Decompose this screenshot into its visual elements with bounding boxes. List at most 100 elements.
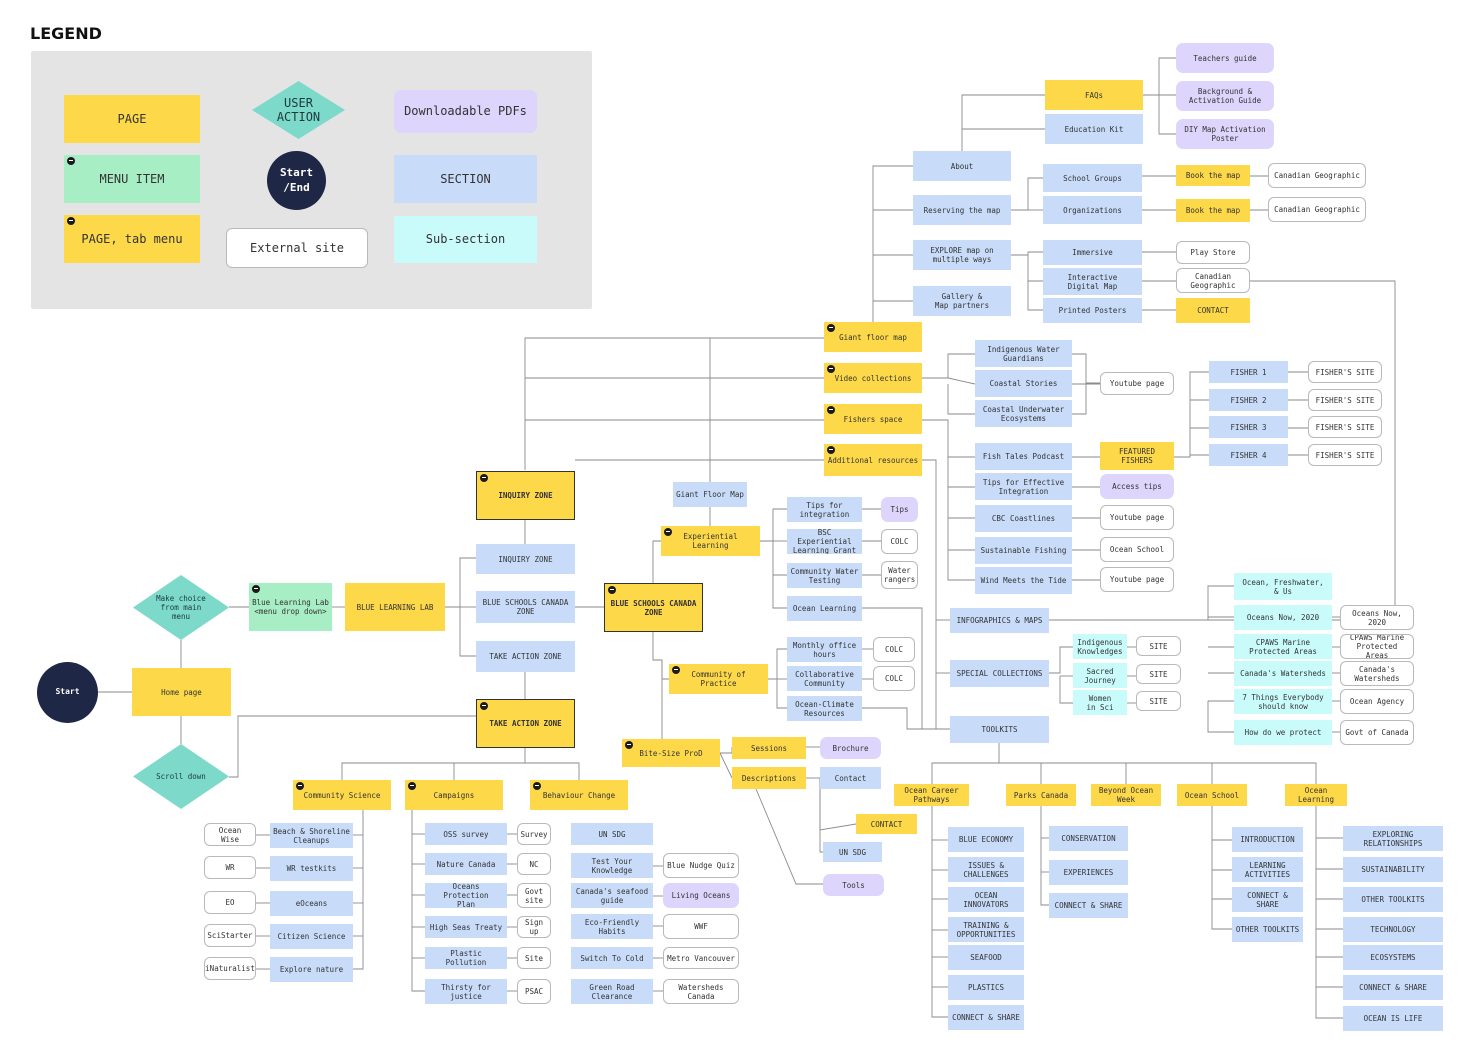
site-4-label: Site — [524, 953, 544, 963]
fisher-site-2-label: FISHER'S SITE — [1315, 395, 1375, 405]
ocean-school-page-label: Ocean School — [1184, 790, 1240, 800]
menu-dot-icon — [827, 406, 835, 414]
water-rangers-label: Water rangers — [883, 566, 916, 584]
ocean-wise-label: Ocean Wise — [218, 825, 242, 844]
brochure-label: Brochure — [832, 743, 869, 753]
how-protect-node: How do we protect — [1234, 720, 1332, 745]
legend-user-action: USER ACTION — [252, 81, 345, 139]
fisher-2-node: FISHER 2 — [1209, 389, 1288, 411]
test-knowledge-node: Test Your Knowledge — [571, 853, 653, 878]
descriptions-label: Descriptions — [741, 773, 797, 783]
monthly-office-node: Monthly office hours — [787, 637, 862, 662]
oceans-plan-label: Oceans Protection Plan — [443, 883, 489, 908]
toolkits-node: TOOLKITS — [950, 716, 1049, 743]
youtube-1-node: Youtube page — [1100, 372, 1174, 395]
coastal-stories-node: Coastal Stories — [975, 370, 1072, 397]
connector — [1072, 353, 1100, 384]
learning-activities-node: LEARNING ACTIVITIES — [1232, 857, 1303, 882]
other-toolkits-2-node: OTHER TOOLKITS — [1343, 887, 1443, 912]
connector — [922, 419, 975, 458]
govt-canada-label: Govt of Canada — [1345, 728, 1409, 737]
training-node: TRAINING & OPPORTUNITIES — [948, 917, 1024, 942]
cpaws-ext-node: CPAWS Marine Protected Areas — [1340, 634, 1414, 659]
behaviour-change-label: Behaviour Change — [542, 790, 616, 800]
cangeo-1-node: Canadian Geographic — [1268, 163, 1366, 188]
cangeo-1-label: Canadian Geographic — [1274, 171, 1360, 180]
connector — [1011, 251, 1043, 256]
connector — [1040, 806, 1049, 906]
thirsty-node: Thirsty for justice — [425, 979, 507, 1004]
indigenous-knowledges-node: Indigenous Knowledges — [1073, 634, 1127, 659]
blue-lab-menu-node: Blue Learning Lab <menu drop down> — [249, 583, 332, 631]
nc-label: NC — [529, 859, 539, 869]
connector — [819, 790, 823, 853]
menu-dot-icon — [67, 157, 75, 165]
connector — [772, 575, 787, 609]
take-action-main-node: TAKE ACTION ZONE — [476, 699, 575, 748]
other-toolkits-1-label: OTHER TOOLKITS — [1235, 925, 1300, 934]
fishers-space-label: Fishers space — [843, 414, 903, 424]
connector — [411, 810, 425, 992]
fisher-site-1-label: FISHER'S SITE — [1315, 367, 1375, 377]
wwf-node: WWF — [663, 914, 739, 939]
immersive-label: Immersive — [1072, 248, 1113, 257]
access-tips-label: Access tips — [1112, 482, 1162, 491]
tips-effective-label: Tips for Effective Integration — [982, 477, 1065, 496]
connector — [719, 752, 733, 779]
start-label: Start — [55, 687, 80, 697]
sacred-journey-label: Sacred Journey — [1084, 666, 1116, 685]
bsc-grant-label: BSC Experiential Learning Grant — [792, 529, 857, 554]
seven-things-node: 7 Things Everybody should know — [1234, 689, 1332, 714]
sign-up-label: Sign up — [524, 918, 544, 936]
connector — [922, 353, 975, 379]
colc-2-node: COLC — [873, 637, 915, 662]
connector — [1158, 95, 1176, 135]
seafood-guide-label: Canada's seafood guide — [575, 886, 649, 905]
indigenous-knowledges-label: Indigenous Knowledges — [1077, 637, 1123, 656]
colc-1-label: COLC — [890, 537, 909, 546]
tips-pdf-node: Tips — [881, 497, 918, 522]
printed-posters-label: Printed Posters — [1058, 306, 1127, 315]
coastal-underwater-node: Coastal Underwater Ecosystems — [975, 400, 1072, 427]
plastic-pollution-node: Plastic Pollution — [425, 947, 507, 969]
make-choice-node: Make choice from main menu — [133, 575, 229, 640]
ocean-innovators-node: OCEAN INNOVATORS — [948, 887, 1024, 912]
connector — [1212, 762, 1317, 784]
take-action-sec-node: TAKE ACTION ZONE — [476, 641, 575, 672]
background-guide-node: Background & Activation Guide — [1176, 81, 1274, 111]
issues-challenges-label: ISSUES & CHALLENGES — [963, 860, 1009, 879]
teachers-guide-node: Teachers guide — [1176, 43, 1274, 73]
wind-tide-node: Wind Meets the Tide — [975, 567, 1072, 594]
connector — [776, 679, 787, 709]
gallery-node: Gallery & Map partners — [913, 286, 1011, 316]
video-collections-label: Video collections — [834, 373, 912, 383]
infographics-label: INFOGRAPHICS & MAPS — [956, 616, 1043, 625]
seven-things-label: 7 Things Everybody should know — [1242, 692, 1324, 711]
bsc-zone-main-label: BLUE SCHOOLS CANADA ZONE — [610, 598, 697, 617]
inaturalist-label: iNaturalist — [205, 964, 255, 973]
ocean-school-ext-node: Ocean School — [1100, 537, 1174, 562]
coastal-stories-label: Coastal Stories — [989, 379, 1058, 388]
tips-effective-node: Tips for Effective Integration — [975, 473, 1072, 500]
watersheds-canada-label: Watersheds Canada — [678, 982, 724, 1001]
survey-label: Survey — [520, 829, 548, 839]
book-map-1-label: Book the map — [1185, 171, 1241, 180]
infographics-node: INFOGRAPHICS & MAPS — [950, 608, 1049, 633]
wr-testkits-label: WR testkits — [286, 864, 337, 873]
blue-nudge-label: Blue Nudge Quiz — [667, 861, 735, 870]
bite-size-label: Bite-Size ProD — [639, 748, 703, 758]
citizen-science-node: Citizen Science — [270, 924, 353, 949]
diy-poster-label: DIY Map Activation Poster — [1184, 125, 1266, 143]
ocean-school-ext-label: Ocean School — [1109, 545, 1165, 554]
switch-cold-node: Switch To Cold — [571, 947, 653, 969]
site-4-node: Site — [517, 947, 551, 969]
legend-title: LEGEND — [30, 24, 102, 43]
scistarter-node: SciStarter — [204, 924, 256, 947]
connector — [1211, 806, 1232, 930]
high-seas-node: High Seas Treaty — [425, 916, 507, 938]
video-collections-node: Video collections — [824, 363, 922, 393]
sustainability-node: SUSTAINABILITY — [1343, 857, 1443, 882]
connector — [341, 748, 526, 780]
experiences-node: EXPERIENCES — [1049, 860, 1128, 885]
green-road-label: Green Road Clearance — [589, 982, 635, 1001]
